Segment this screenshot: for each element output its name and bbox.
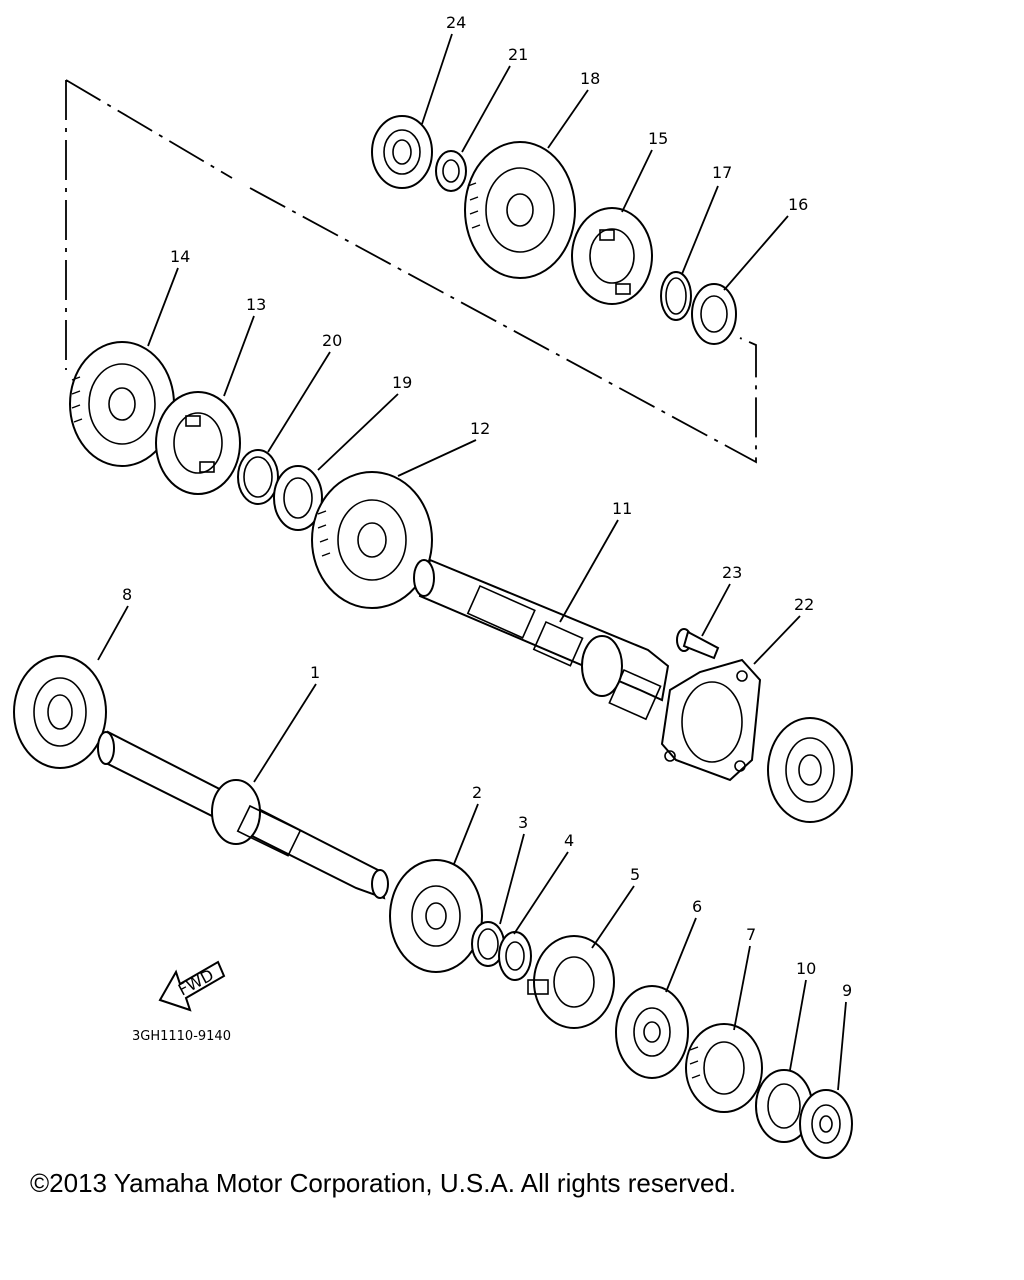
callout-24: 24 — [446, 13, 466, 32]
part-24-bearing — [371, 115, 433, 189]
callout-5: 5 — [630, 865, 640, 884]
callout-2: 2 — [472, 783, 482, 802]
part-17-circlip — [660, 271, 692, 321]
callout-8: 8 — [122, 585, 132, 604]
part-11-shaft — [413, 558, 670, 721]
callout-12: 12 — [470, 419, 490, 438]
part-20-circlip — [237, 449, 279, 505]
callout-14: 14 — [170, 247, 190, 266]
callout-9: 9 — [842, 981, 852, 1000]
part-3-circlip — [471, 921, 505, 967]
part-5-gear — [527, 935, 615, 1029]
callout-1: 1 — [310, 663, 320, 682]
copyright-notice: ©2013 Yamaha Motor Corporation, U.S.A. A… — [30, 1168, 737, 1198]
part-8-bearing — [13, 655, 107, 769]
leader-lines — [97, 33, 847, 1091]
alignment-frame — [65, 79, 757, 464]
part-1-shaft — [97, 730, 389, 900]
part-9-bearing — [799, 1089, 853, 1159]
part-12-gear — [311, 471, 433, 609]
drawing-code: 3GH1110-9140 — [132, 1029, 231, 1044]
callout-21: 21 — [508, 45, 528, 64]
bearing-right — [767, 717, 853, 823]
part-23-bolt — [676, 628, 720, 660]
callout-10: 10 — [796, 959, 816, 978]
callout-4: 4 — [564, 831, 574, 850]
part-2-gear — [389, 859, 483, 973]
callout-23: 23 — [722, 563, 742, 582]
part-15-gear — [571, 207, 653, 305]
callout-labels: 24 21 18 15 17 16 14 13 20 19 12 11 23 2… — [122, 13, 852, 1000]
part-6-gear — [615, 985, 689, 1079]
part-19-washer — [273, 465, 323, 531]
callout-19: 19 — [392, 373, 412, 392]
fwd-arrow-icon: FWD — [158, 960, 226, 1012]
part-4-washer — [498, 931, 532, 981]
callout-20: 20 — [322, 331, 342, 350]
callout-11: 11 — [612, 499, 632, 518]
part-22-plate — [660, 658, 762, 782]
callout-17: 17 — [712, 163, 732, 182]
fwd-label: FWD — [175, 965, 217, 999]
part-13-gear — [155, 391, 241, 495]
callout-3: 3 — [518, 813, 528, 832]
part-21-washer — [435, 150, 467, 192]
callout-18: 18 — [580, 69, 600, 88]
callout-13: 13 — [246, 295, 266, 314]
callout-6: 6 — [692, 897, 702, 916]
callout-7: 7 — [746, 925, 756, 944]
transmission-exploded-diagram: FWD 3GH1110-9140 24 21 18 15 17 16 — [13, 13, 853, 1159]
part-18-gear — [464, 141, 576, 279]
part-16-washer — [691, 283, 737, 345]
part-7-gear — [685, 1023, 763, 1113]
callout-16: 16 — [788, 195, 808, 214]
callout-22: 22 — [794, 595, 814, 614]
callout-15: 15 — [648, 129, 668, 148]
part-14-gear — [69, 341, 175, 467]
